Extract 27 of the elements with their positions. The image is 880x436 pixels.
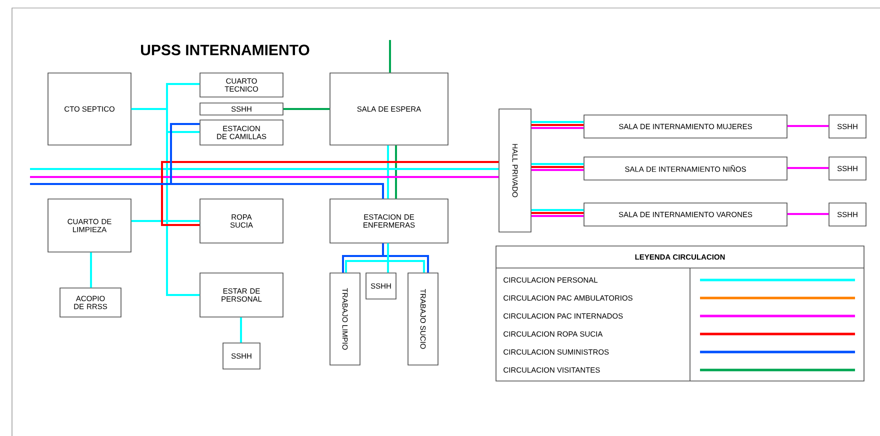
circulation-line xyxy=(131,108,200,296)
circulation-line xyxy=(170,123,384,199)
circulation-line xyxy=(531,163,584,165)
circulation-line xyxy=(30,168,499,170)
circulation-line xyxy=(240,317,242,343)
circulation-line xyxy=(283,108,330,110)
circulation-line xyxy=(131,220,200,222)
circulation-line xyxy=(387,243,425,273)
circulation-line xyxy=(531,212,584,214)
circulation-line xyxy=(531,215,584,217)
circulation-line xyxy=(531,169,584,171)
circulation-line xyxy=(531,121,584,123)
circulation-line xyxy=(787,167,829,169)
circulation-line xyxy=(387,145,389,199)
circulation-line xyxy=(531,166,584,168)
circulation-line xyxy=(30,176,499,178)
circulation-line xyxy=(531,124,584,126)
circulation-line xyxy=(161,161,499,226)
title: UPSS INTERNAMIENTO xyxy=(141,44,310,56)
circulation-line xyxy=(389,40,391,73)
circulation-line xyxy=(531,209,584,211)
circulation-line xyxy=(382,243,429,273)
circulation-line xyxy=(90,252,92,288)
circulation-line xyxy=(531,127,584,129)
circulation-line xyxy=(395,145,397,199)
circulation-line xyxy=(787,125,829,127)
circulation-line xyxy=(787,213,829,215)
